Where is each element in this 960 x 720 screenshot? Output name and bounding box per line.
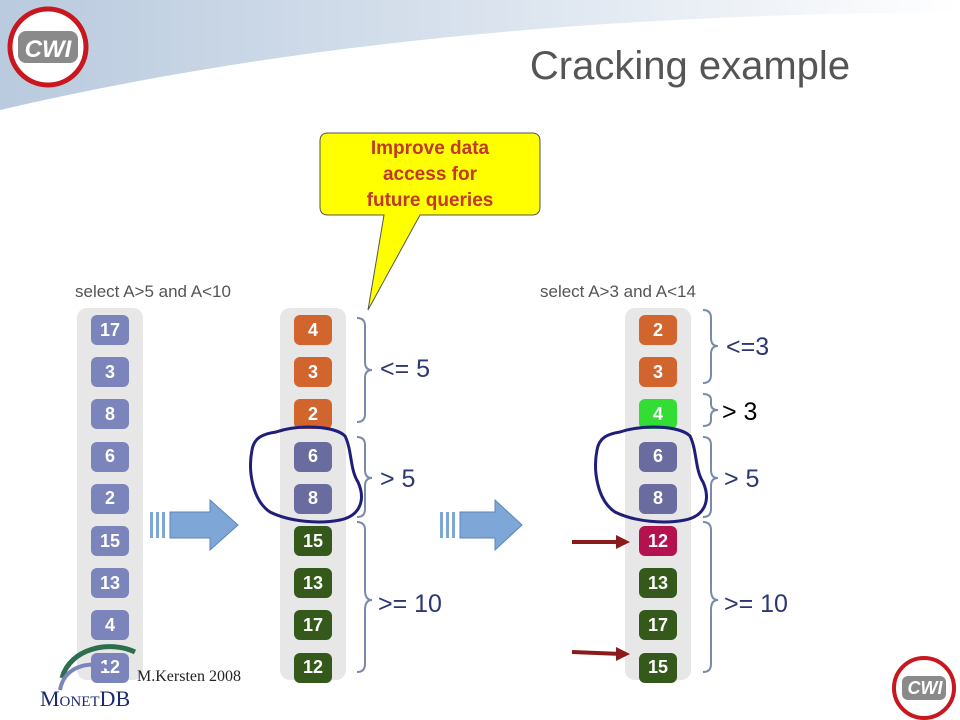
original-cell: 8: [91, 399, 129, 430]
cracked2-cell: 12: [639, 526, 677, 556]
cracked2-cell: 2: [639, 315, 677, 345]
red-arrow-12: [572, 535, 630, 549]
brace-gt3: [702, 393, 719, 427]
brace-gt5: [356, 436, 373, 518]
cracked2-cell: 4: [639, 399, 677, 430]
cwi-logo-text: CWI: [25, 36, 73, 63]
cracked1-cell: 17: [294, 610, 332, 641]
label-ge10-2: >= 10: [724, 590, 788, 618]
callout-text: Improve data access for future queries: [330, 136, 530, 214]
callout-bubble: [319, 132, 541, 311]
original-cell: 3: [91, 357, 129, 388]
label-le3: <=3: [726, 333, 770, 361]
footer-author: M.Kersten 2008: [137, 668, 241, 685]
cracked1-cell: 3: [294, 357, 332, 388]
cwi-logo-bottom-text: CWI: [907, 678, 943, 698]
cwi-logo-bottom: [892, 656, 956, 720]
cracked2-cell: 15: [639, 652, 677, 683]
brace-le5: [356, 317, 373, 423]
header-band: [0, 0, 960, 110]
original-cell: 2: [91, 483, 129, 514]
cracked2-cell: 6: [639, 441, 677, 472]
cracked1-cell: 6: [294, 441, 332, 472]
query-1: select A>5 and A<10: [75, 282, 231, 301]
label-ge10: >= 10: [378, 590, 442, 618]
brace-ge10-2: [702, 521, 719, 673]
page-title: Cracking example: [529, 44, 851, 88]
monetdb-logo: [58, 644, 137, 691]
cwi-logo-top: CWI: [7, 6, 89, 88]
original-cell: 15: [91, 526, 129, 556]
callout-line-1: Improve data: [370, 138, 490, 159]
cracked1-cell: 4: [294, 315, 332, 345]
brace-le3: [702, 309, 719, 384]
original-cell: 17: [91, 315, 129, 345]
cracked1-cell: 12: [294, 652, 332, 683]
loop-2: [594, 425, 708, 524]
arrow-step-2: [440, 498, 523, 552]
original-cell: 6: [91, 441, 129, 472]
cracked1-cell: 8: [294, 483, 332, 514]
cracked1-cell: 13: [294, 568, 332, 599]
label-gt5: > 5: [380, 465, 416, 493]
cracked2-cell: 13: [639, 568, 677, 599]
brace-ge10: [356, 521, 373, 673]
callout-line-2: access for: [382, 164, 477, 185]
label-gt5-2: > 5: [724, 465, 760, 493]
cracked2-cell: 3: [639, 357, 677, 388]
cracked2-cell: 17: [639, 610, 677, 641]
cracked2-cell: 8: [639, 483, 677, 514]
label-le5: <= 5: [380, 355, 431, 383]
original-cell: 13: [91, 568, 129, 599]
query-2: select A>3 and A<14: [540, 282, 696, 301]
label-gt3: > 3: [722, 398, 758, 426]
monetdb-logo-text: MonetDB: [40, 686, 131, 711]
cracked1-cell: 15: [294, 526, 332, 556]
arrow-step-1: [150, 498, 239, 552]
loop-1: [249, 425, 363, 524]
callout-line-3: future queries: [366, 190, 494, 211]
brace-gt5-2: [702, 436, 719, 518]
original-cell: 4: [91, 610, 129, 641]
red-arrow-15: [571, 647, 630, 661]
cracked1-cell: 2: [294, 399, 332, 430]
